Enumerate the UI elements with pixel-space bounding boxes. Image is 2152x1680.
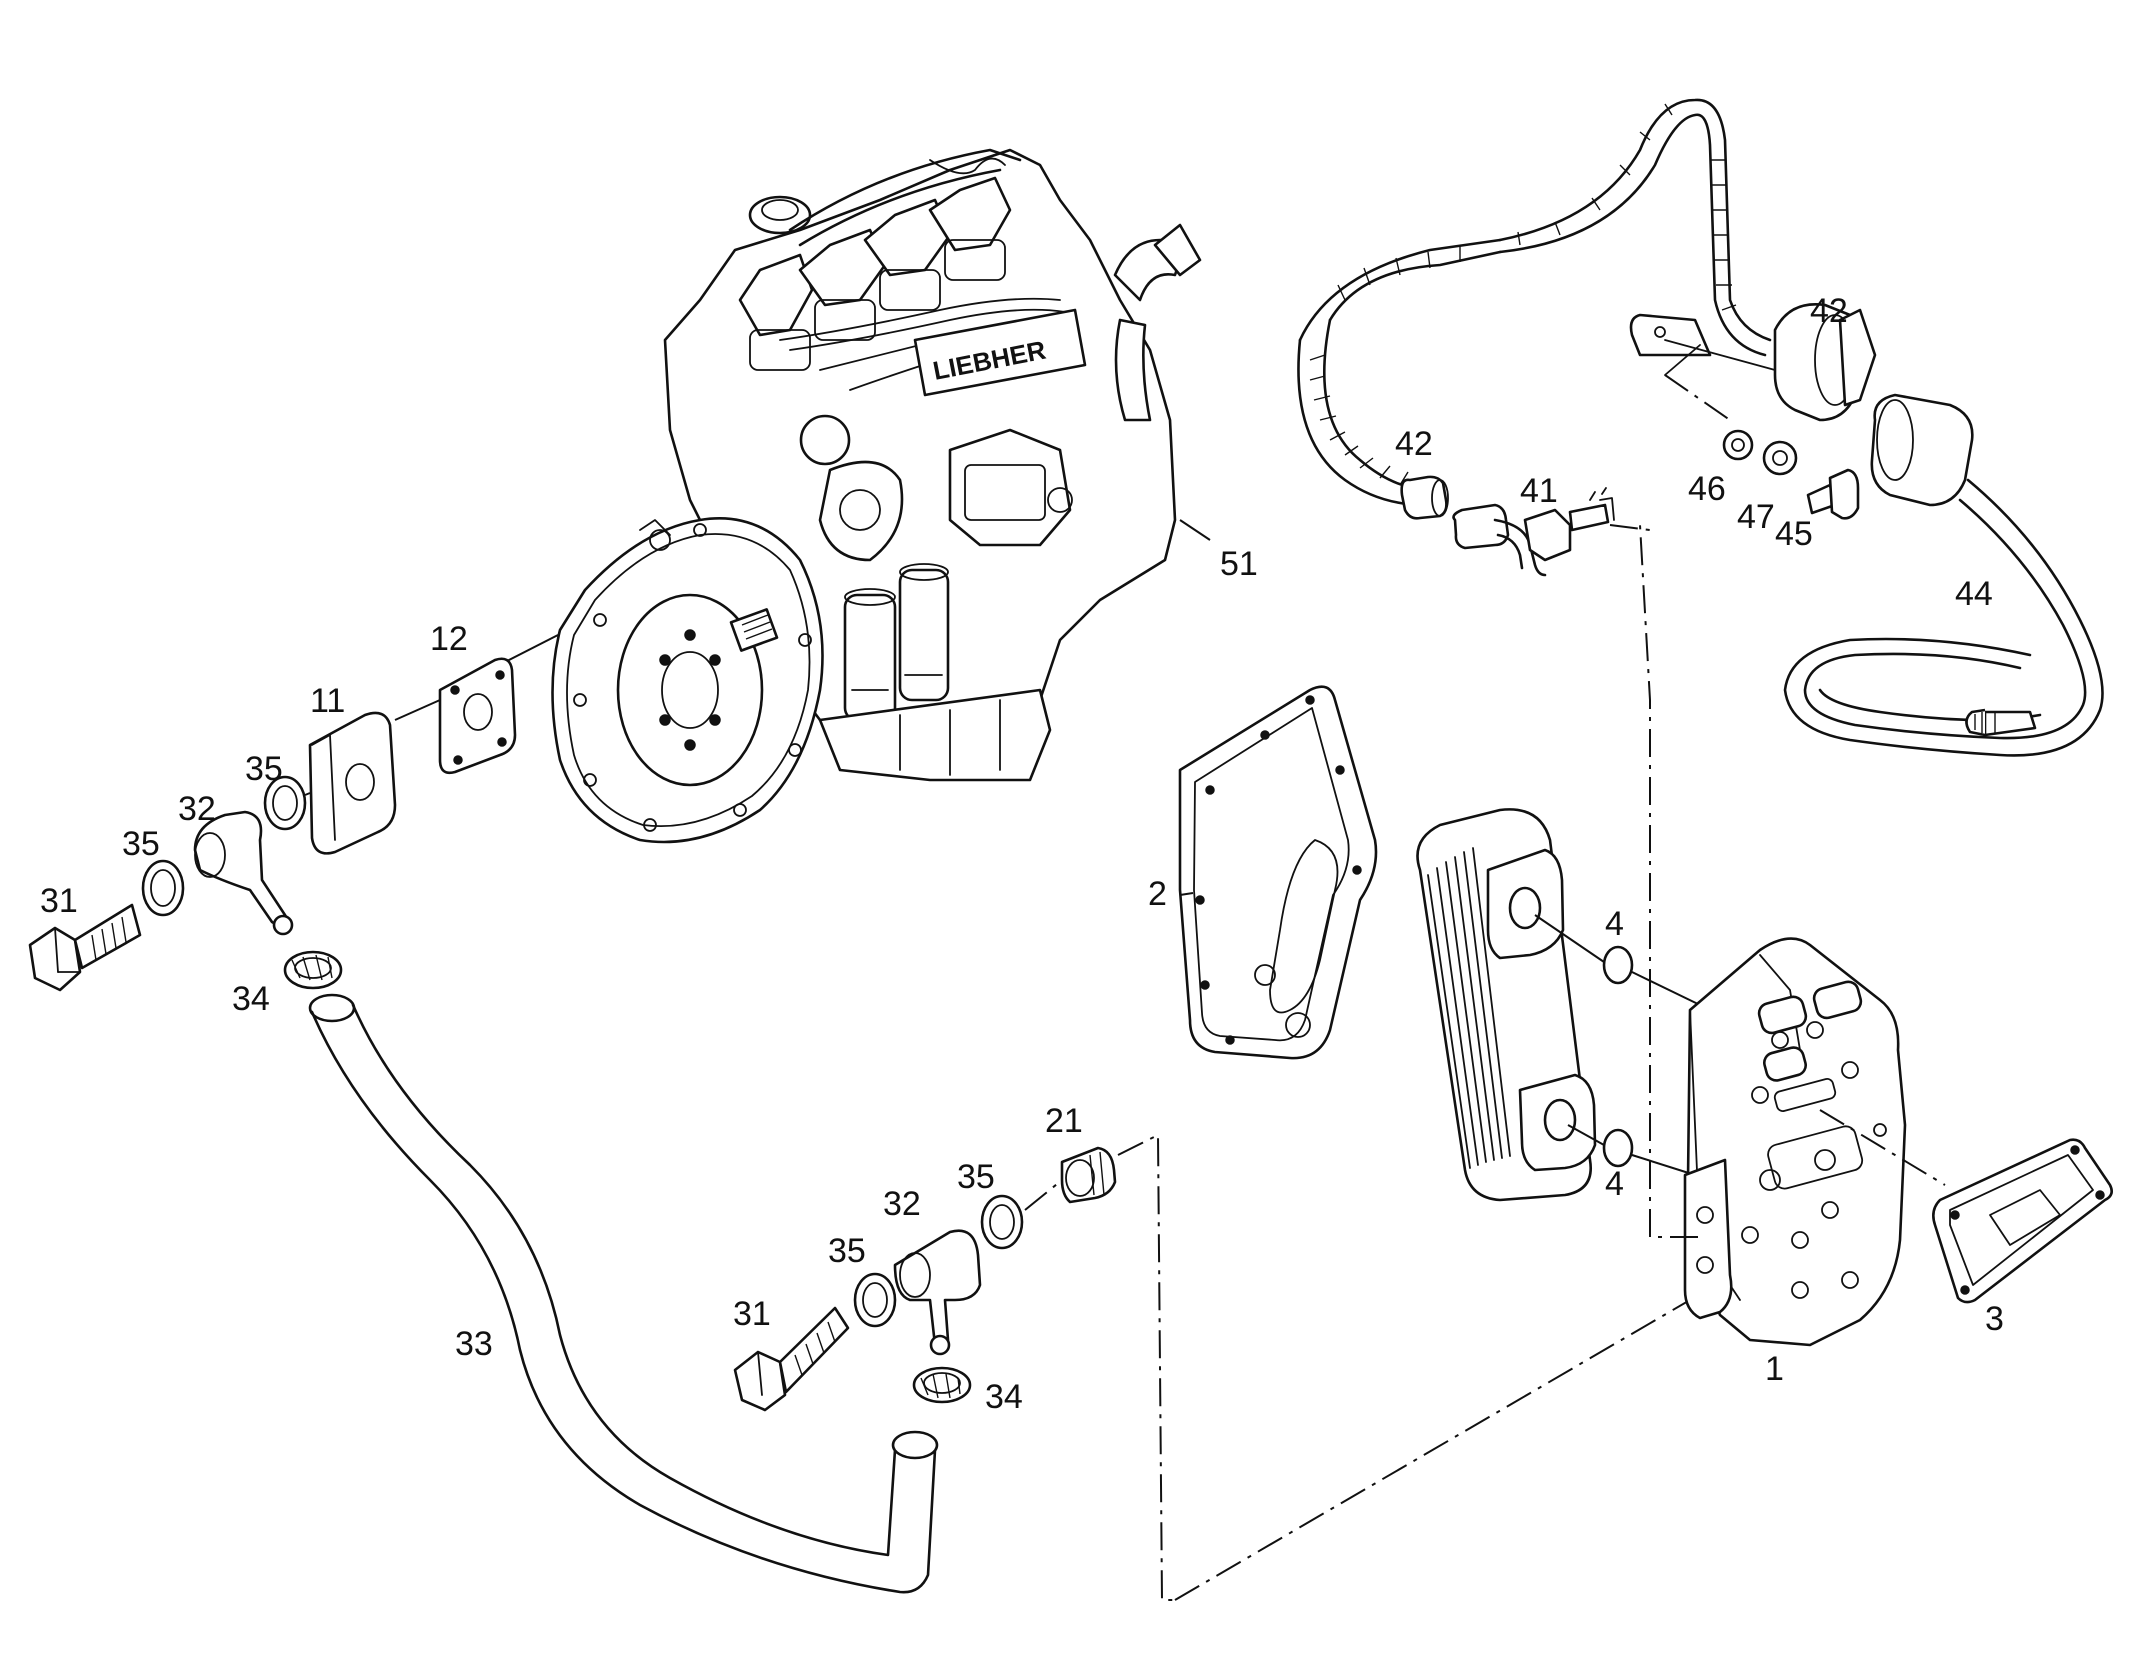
callout-21: 21 xyxy=(1045,1102,1083,1140)
callout-41: 41 xyxy=(1520,472,1558,510)
callout-46: 46 xyxy=(1688,470,1726,508)
engine-illustration: LIEBHER xyxy=(551,148,1202,844)
callout-33: 33 xyxy=(455,1325,493,1363)
callout-35-bottom-right: 35 xyxy=(957,1158,995,1196)
callout-35-left: 35 xyxy=(122,825,160,863)
callout-4-top: 4 xyxy=(1605,905,1624,943)
callout-42-left: 42 xyxy=(1395,425,1433,463)
oil-cooler-housing xyxy=(1639,524,1946,1347)
callout-42-right: 42 xyxy=(1810,292,1848,330)
callout-51: 51 xyxy=(1220,545,1258,583)
callout-35-upper: 35 xyxy=(245,750,283,788)
oil-cooler xyxy=(1416,808,1701,1202)
callout-32-bottom: 32 xyxy=(883,1185,921,1223)
callout-4-bottom: 4 xyxy=(1605,1165,1624,1203)
lower-fitting-assembly xyxy=(733,1133,1691,1601)
callout-3: 3 xyxy=(1985,1300,2004,1338)
callout-11: 11 xyxy=(310,682,345,720)
callout-12: 12 xyxy=(430,620,468,658)
callout-labels: 1 2 3 4 4 11 12 21 31 31 32 32 33 34 34 … xyxy=(40,292,2004,1416)
callout-31-left: 31 xyxy=(40,882,78,920)
callout-35-bottom: 35 xyxy=(828,1232,866,1270)
callout-47: 47 xyxy=(1737,498,1775,536)
housing-gasket xyxy=(1932,1138,2113,1304)
sensor-wiring xyxy=(1297,98,2104,757)
callout-1: 1 xyxy=(1765,1350,1784,1388)
callout-34-left: 34 xyxy=(232,980,270,1018)
callout-34-bottom: 34 xyxy=(985,1378,1023,1416)
callout-31-bottom: 31 xyxy=(733,1295,771,1333)
callout-45: 45 xyxy=(1775,515,1813,553)
callout-2: 2 xyxy=(1148,875,1167,913)
cover-gasket xyxy=(1178,685,1378,1060)
left-return-line-assembly xyxy=(28,634,939,1594)
callout-32-left: 32 xyxy=(178,790,216,828)
callout-44: 44 xyxy=(1955,575,1993,613)
